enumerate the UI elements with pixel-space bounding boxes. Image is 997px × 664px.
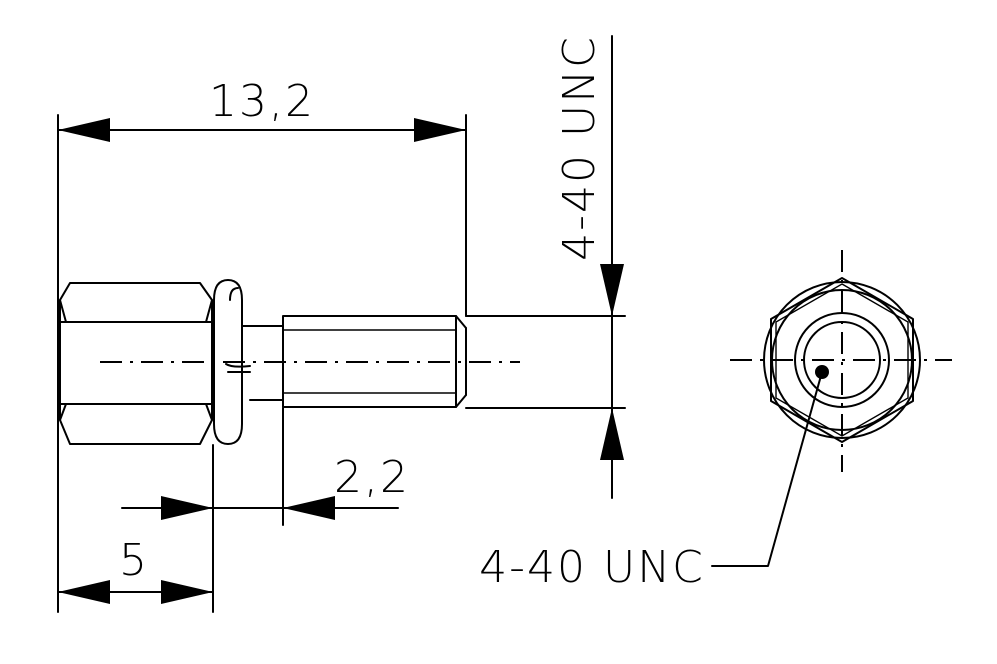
- extension-lines: [57, 114, 626, 613]
- leader-line: [711, 371, 823, 567]
- thread-inner-circle: [803, 321, 881, 399]
- hex-head: [59, 282, 213, 445]
- dimension-label-head: 5: [119, 535, 149, 586]
- washer: [213, 279, 251, 445]
- thread-outer-circle: [794, 312, 890, 408]
- dimension-overall-length: 13,2: [57, 76, 467, 142]
- dimension-label-flange: 2,2: [334, 452, 410, 503]
- hex-outline: [770, 277, 914, 443]
- end-view: 4-40 UNC: [479, 250, 952, 593]
- dimension-label-thread-vertical: 4-40 UNC: [554, 35, 605, 261]
- dimension-flange-offset: 2,2: [121, 452, 410, 520]
- dimension-thread-vertical: 4-40 UNC: [554, 35, 624, 499]
- washer-circle: [771, 289, 913, 431]
- dimension-head-length: 5: [57, 535, 214, 604]
- side-view: 13,2 2,2 5 4-40 UNC: [57, 35, 626, 613]
- hex-inner-outline: [775, 283, 909, 437]
- thread-callout-label: 4-40 UNC: [479, 542, 705, 593]
- outer-circle: [763, 281, 921, 439]
- dimension-label-overall: 13,2: [209, 76, 315, 127]
- neck: [241, 325, 284, 401]
